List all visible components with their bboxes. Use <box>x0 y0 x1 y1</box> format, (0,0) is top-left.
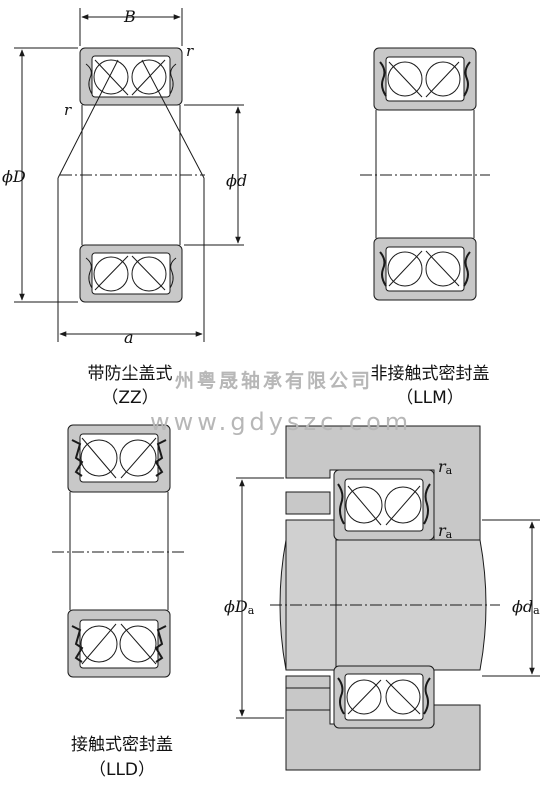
housing-top <box>285 425 481 541</box>
label-r-top: r <box>186 42 194 60</box>
mount-bearing-bottom <box>333 665 435 729</box>
caption-lld-code: （LLD） <box>88 760 156 780</box>
label-b: B <box>123 7 136 26</box>
caption-zz-code: （ZZ） <box>101 388 159 408</box>
caption-llm-code: （LLM） <box>396 388 464 408</box>
lld-bottom-section <box>67 609 171 678</box>
label-ra-top: ra <box>438 457 453 477</box>
shaft-shoulder <box>285 519 337 671</box>
lld-bearing <box>52 424 185 678</box>
zz-top-section <box>79 47 183 106</box>
mounting-diagram <box>236 425 540 771</box>
llm-top-section <box>373 47 477 111</box>
llm-bearing <box>360 47 490 301</box>
caption-lld-name: 接触式密封盖 <box>71 735 173 755</box>
label-phi-d-outer: ϕD <box>2 167 26 186</box>
label-phi-da-inner: ϕda <box>512 597 540 617</box>
label-r-left: r <box>64 101 72 119</box>
watermark-url: www.gdyszc.com <box>150 408 413 436</box>
label-phi-da-outer: ϕDa <box>224 597 255 617</box>
zz-bearing <box>14 8 244 342</box>
watermark-company: 州粤晟轴承有限公司 <box>175 370 374 392</box>
lld-top-section <box>67 424 171 493</box>
mount-bearing-top <box>333 469 435 541</box>
zz-bottom-section <box>79 244 183 303</box>
label-ra-mid: ra <box>438 521 453 541</box>
label-phi-d-inner: ϕd <box>226 171 247 190</box>
label-a: a <box>124 328 134 347</box>
llm-bottom-section <box>373 237 477 301</box>
caption-zz-name: 带防尘盖式 <box>87 364 173 384</box>
caption-llm-name: 非接触式密封盖 <box>370 364 490 384</box>
